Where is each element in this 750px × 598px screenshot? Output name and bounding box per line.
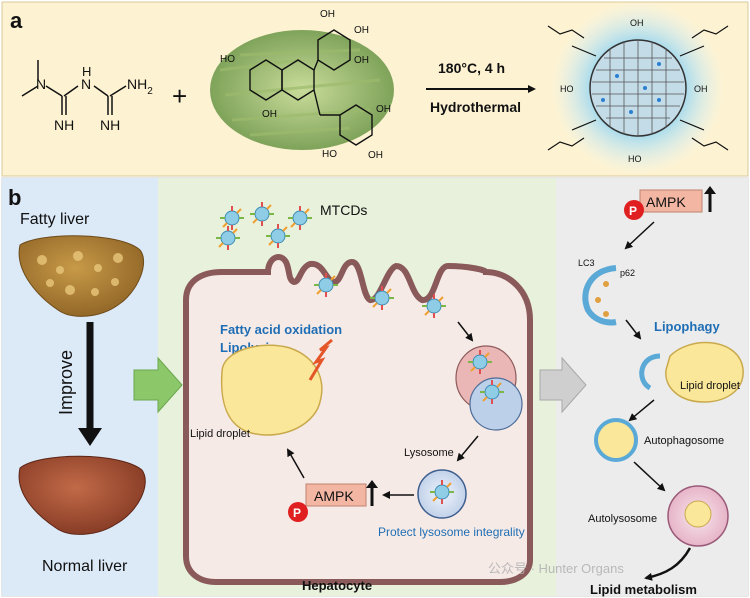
product-ho: HO [628,154,642,164]
p62-label: p62 [620,268,635,278]
lipid-droplet [220,344,323,436]
phospho-badge-right [624,200,644,220]
fatty-liver-label: Fatty liver [20,211,90,228]
graphitic-lattice [592,40,684,136]
tea-leaf-background [210,30,394,150]
reaction-condition-temp: 180°C, 4 h [438,60,505,76]
product-ho: HO [560,84,574,94]
hepatocyte-label: Hepatocyte [302,578,372,593]
fatty-liver-illustration [18,235,145,317]
middle-to-right-chevron [539,356,587,414]
lysosome-arrow [456,435,479,462]
ho-label: HO [322,149,337,160]
oh-label: OH [320,9,335,20]
oh-label: OH [262,109,277,120]
plus-sign: + [172,81,187,111]
oh-label: OH [354,25,369,36]
lipid-droplet-label: Lipid droplet [190,428,250,440]
left-to-middle-chevron [133,356,183,414]
mtcds-label: MTCDs [320,202,367,218]
improve-label: Improve [56,350,76,415]
product-oh: OH [694,84,708,94]
ampk-box-right [639,189,703,213]
ampk-box [305,483,367,507]
watermark: 公众号 · Hunter Organs [488,561,624,576]
lysosome-label: Lysosome [404,447,454,459]
oh-label: OH [376,104,391,115]
reaction-condition-method: Hydrothermal [430,99,521,115]
ampk-up-arrowhead-right [704,186,716,194]
product-carbon-dot: OH HO OH HO [547,2,729,174]
phagophore-arrow [625,319,642,340]
reactant1-n-bridge: N [81,76,91,92]
lipid-droplet-right [665,341,744,403]
to-autolysosome-arrow [633,461,666,492]
panel-a-label: a [10,8,23,33]
improve-arrowhead [78,428,102,446]
reactant1-n: N [36,76,46,92]
normal-liver-label: Normal liver [42,558,128,575]
panel-b-label: b [8,185,21,210]
reactant1-h: H [82,64,91,79]
protect-lysosome-label: Protect lysosome integrality [378,525,525,539]
normal-liver-illustration [18,455,146,535]
process-fatty-acid-oxidation: Fatty acid oxidation [220,322,342,337]
ampk-label: AMPK [314,488,354,504]
ampk-up-arrowhead [366,480,378,488]
uptake-arrow [457,321,474,342]
lipophagy-label: Lipophagy [654,319,720,334]
ampk-to-phagophore-arrow [624,221,655,250]
reactant1-nh2: NH2 [127,76,153,97]
phospho-label-right: P [629,204,637,218]
ho-label: HO [220,54,235,65]
ampk-to-lipid-arrow [287,448,305,479]
lipid-droplet-label-right: Lipid droplet [680,380,740,392]
autolysosome-lipid-core [684,500,712,528]
product-oh: OH [630,18,644,28]
reactant-metformin [21,60,127,115]
oh-label: OH [368,150,383,161]
phospho-label: P [293,506,301,520]
lipolysis-bolt-icon [308,338,333,381]
ampk-label-right: AMPK [646,194,686,210]
oh-label: OH [354,55,369,66]
to-lipid-metabolism-arrow [644,547,692,581]
reactant1-nh-right: NH [100,117,120,133]
lipid-metabolism-label: Lipid metabolism [590,582,697,597]
autophagosome [594,418,638,462]
to-autophagosome-arrow [628,399,655,422]
phospho-badge [288,502,308,522]
lc3-label: LC3 [578,258,595,268]
autolysosome-label: Autolysosome [588,513,657,525]
reactant1-nh-left: NH [54,117,74,133]
phagophore [582,265,617,326]
reactant-tea-polyphenol: OH OH OH HO OH HO OH OH [210,9,394,161]
engulfing-membrane [639,353,661,391]
autophagosome-label: Autophagosome [644,435,724,447]
